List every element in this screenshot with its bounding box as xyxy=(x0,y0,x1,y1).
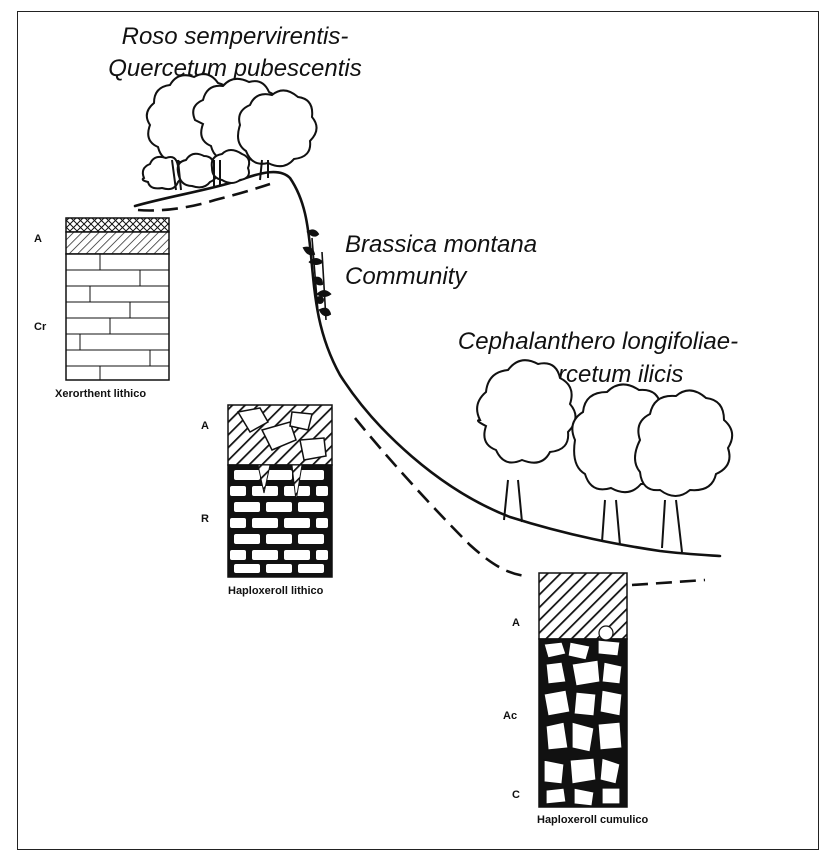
horizon-label: A xyxy=(512,617,520,629)
svg-text:Roso sempervirentis-: Roso sempervirentis- xyxy=(122,23,349,50)
horizon-label: C xyxy=(512,789,520,801)
tree-canopy-icon xyxy=(237,89,318,168)
soil-profile-xerorthent: A Cr Xerorthent lithico xyxy=(34,217,170,400)
upper-woodland-trees xyxy=(141,73,318,191)
soil-profile-haploxeroll-lithico: A R Haploxeroll lithico xyxy=(201,404,333,597)
community-label-slope: Brassica montana Community xyxy=(345,231,537,290)
horizon-label: R xyxy=(201,513,209,525)
community-label-lower: Cephalanthero longifoliae- Quercetum ili… xyxy=(458,328,738,388)
soil-boundary-upper xyxy=(137,182,271,212)
brassica-plants xyxy=(302,229,332,321)
soil-boundary-lower xyxy=(353,417,526,578)
tree-canopy-icon xyxy=(634,389,734,497)
svg-text:Brassica montana: Brassica montana xyxy=(345,231,537,258)
soil-boundary-right xyxy=(631,578,706,587)
soil-profile-haploxeroll-cumulico: A Ac C Haploxeroll cumulico xyxy=(503,572,649,826)
shrub-icon xyxy=(210,149,251,184)
profile-caption: Haploxeroll cumulico xyxy=(537,814,649,826)
horizon-label: Ac xyxy=(503,710,517,722)
ground-surface-line xyxy=(133,170,722,558)
community-label-upper: Roso sempervirentis- Quercetum pubescent… xyxy=(108,23,361,82)
svg-text:Community: Community xyxy=(345,263,468,290)
svg-text:Quercetum pubescentis: Quercetum pubescentis xyxy=(108,55,361,82)
figure-frame xyxy=(17,11,819,850)
horizon-label: A xyxy=(34,233,42,245)
profile-caption: Xerorthent lithico xyxy=(55,388,146,400)
svg-text:Cephalanthero longifoliae-: Cephalanthero longifoliae- xyxy=(458,328,738,355)
horizon-label: A xyxy=(201,420,209,432)
horizon-label: Cr xyxy=(34,321,47,333)
profile-caption: Haploxeroll lithico xyxy=(228,585,324,597)
lower-woodland-trees xyxy=(476,359,734,553)
